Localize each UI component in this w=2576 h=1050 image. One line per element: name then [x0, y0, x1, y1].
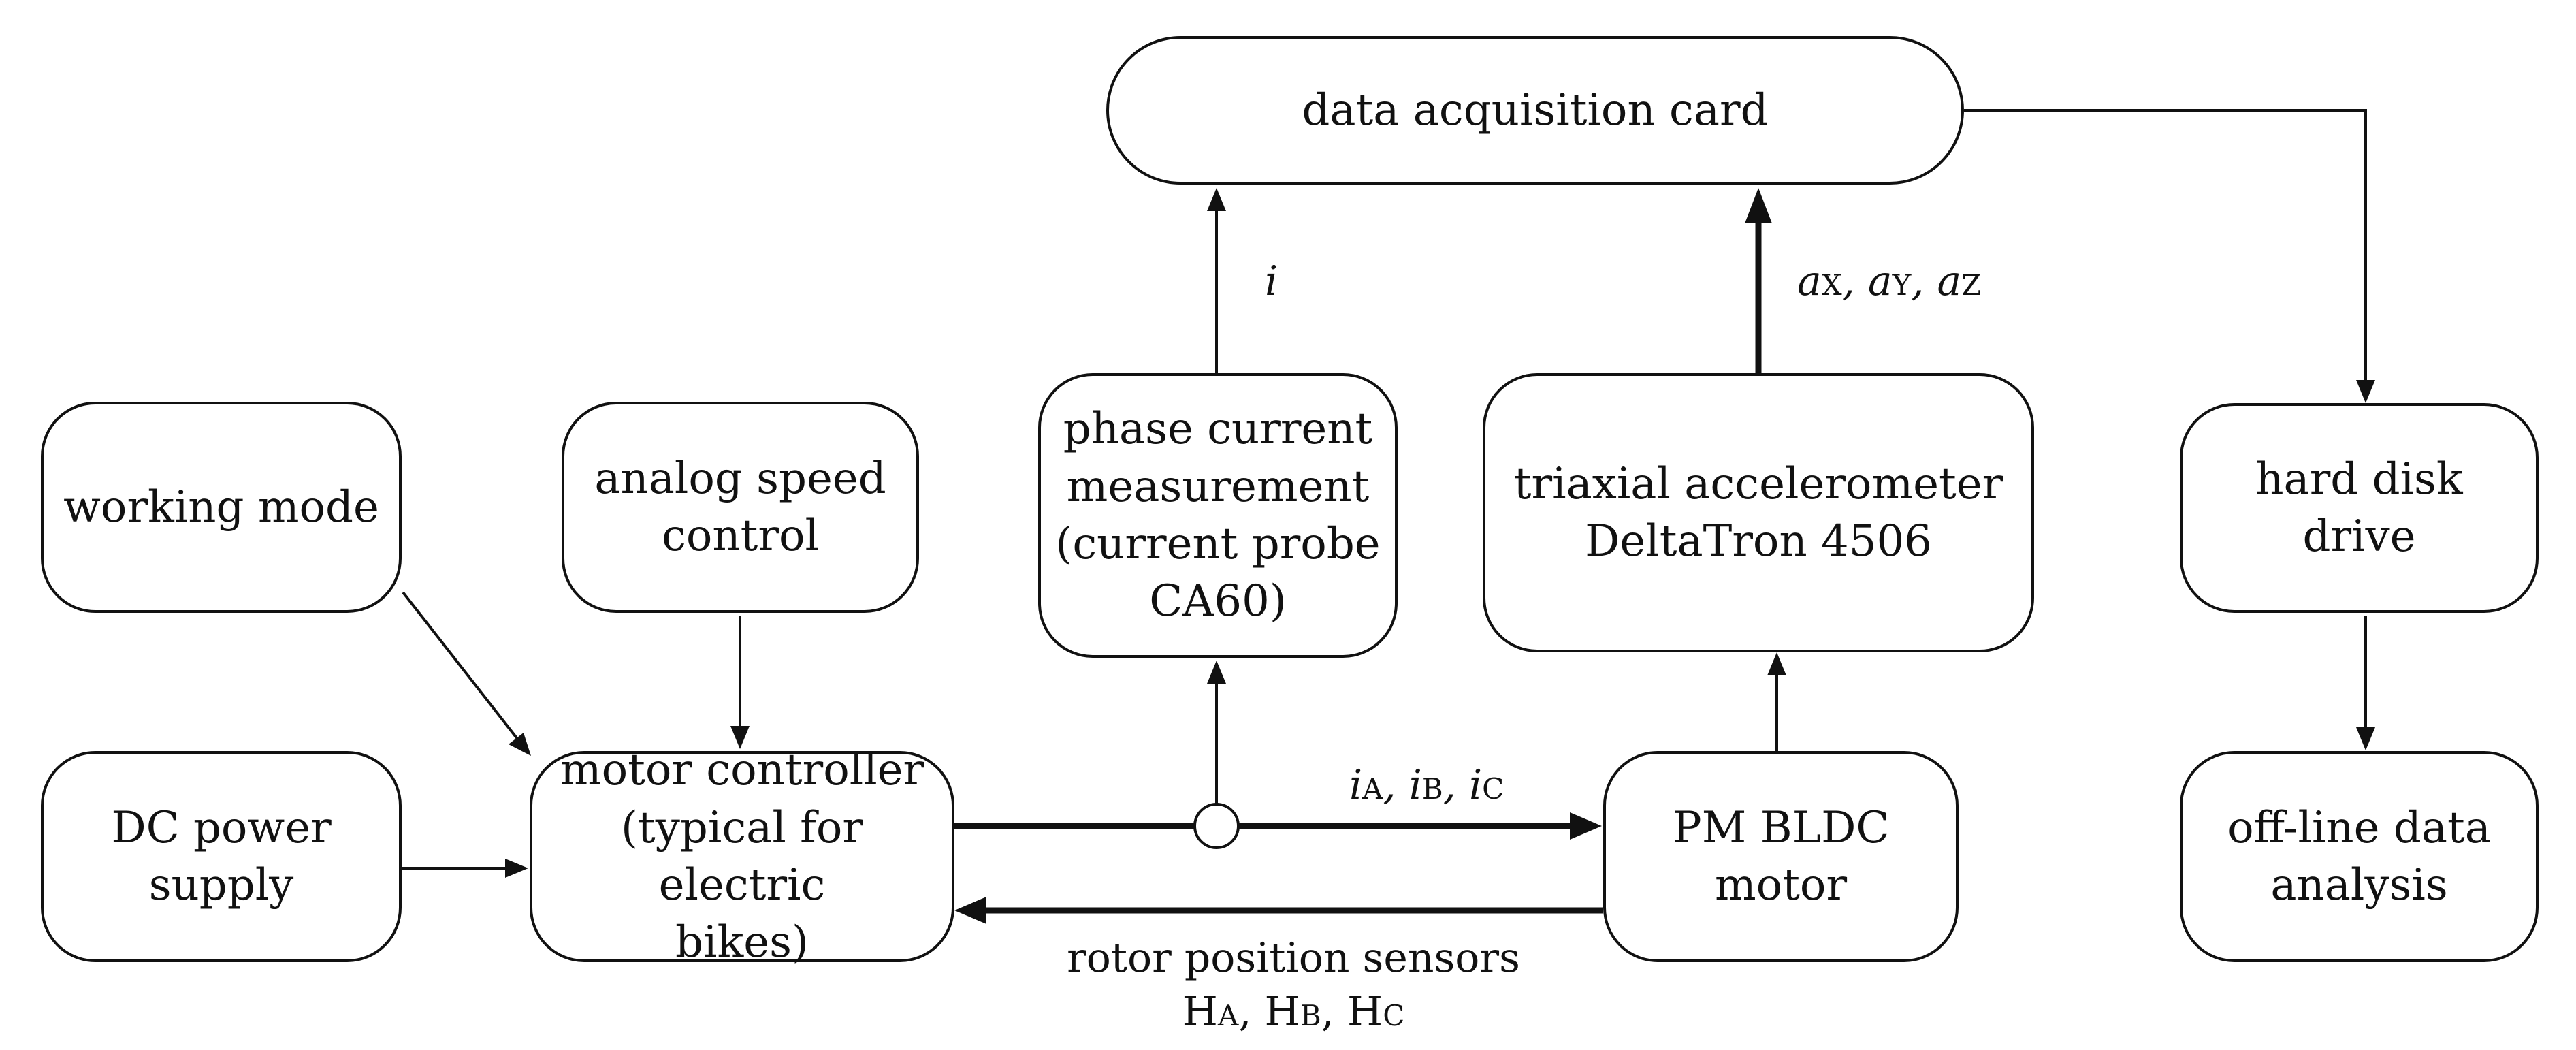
current-tap-circle — [1193, 803, 1240, 849]
triaxial-accelerometer-box: triaxial accelerometer DeltaTron 4506 — [1483, 373, 2034, 652]
arrowhead-accel — [1767, 652, 1786, 675]
data-acquisition-card-box: data acquisition card — [1106, 36, 1964, 185]
arrowhead-rotor — [954, 897, 986, 924]
acceleration-axes-label: aX, aY, aZ — [1797, 257, 1982, 305]
arrow-daq-to-hdd — [1964, 109, 2367, 381]
off-line-data-analysis-box: off-line data analysis — [2180, 751, 2539, 962]
working-mode-box: working mode — [41, 402, 402, 613]
rotor-position-sensors-label: rotor position sensors HA, HB, HC — [980, 932, 1607, 1039]
current-i-label: i — [1265, 257, 1278, 305]
arrowhead-daq-accel — [1745, 188, 1772, 223]
arrowhead-phase-currents — [1570, 812, 1602, 840]
arrowhead-analysis — [2356, 727, 2375, 750]
arrow-working-mode-to-controller — [402, 591, 519, 740]
rotor-label-line2: HA, HB, HC — [1182, 988, 1405, 1036]
arrowhead-probe — [1207, 661, 1226, 684]
arrowhead-power — [505, 859, 528, 878]
arrowhead-hdd — [2356, 380, 2375, 403]
analog-speed-control-box: analog speed control — [562, 402, 919, 613]
rotor-label-line1: rotor position sensors — [1067, 934, 1520, 982]
arrowhead-working-mode — [509, 733, 531, 756]
phase-currents-label: iA, iB, iC — [1349, 761, 1504, 809]
hard-disk-drive-box: hard disk drive — [2180, 403, 2539, 613]
dc-power-supply-box: DC power supply — [41, 751, 402, 962]
pm-bldc-motor-box: PM BLDC motor — [1603, 751, 1959, 962]
arrowhead-daq-current — [1207, 188, 1226, 211]
arrowhead-speed — [730, 726, 750, 749]
motor-controller-box: motor controller (typical for electric b… — [530, 745, 954, 968]
phase-current-measurement-box: phase current measurement (current probe… — [1038, 373, 1398, 658]
